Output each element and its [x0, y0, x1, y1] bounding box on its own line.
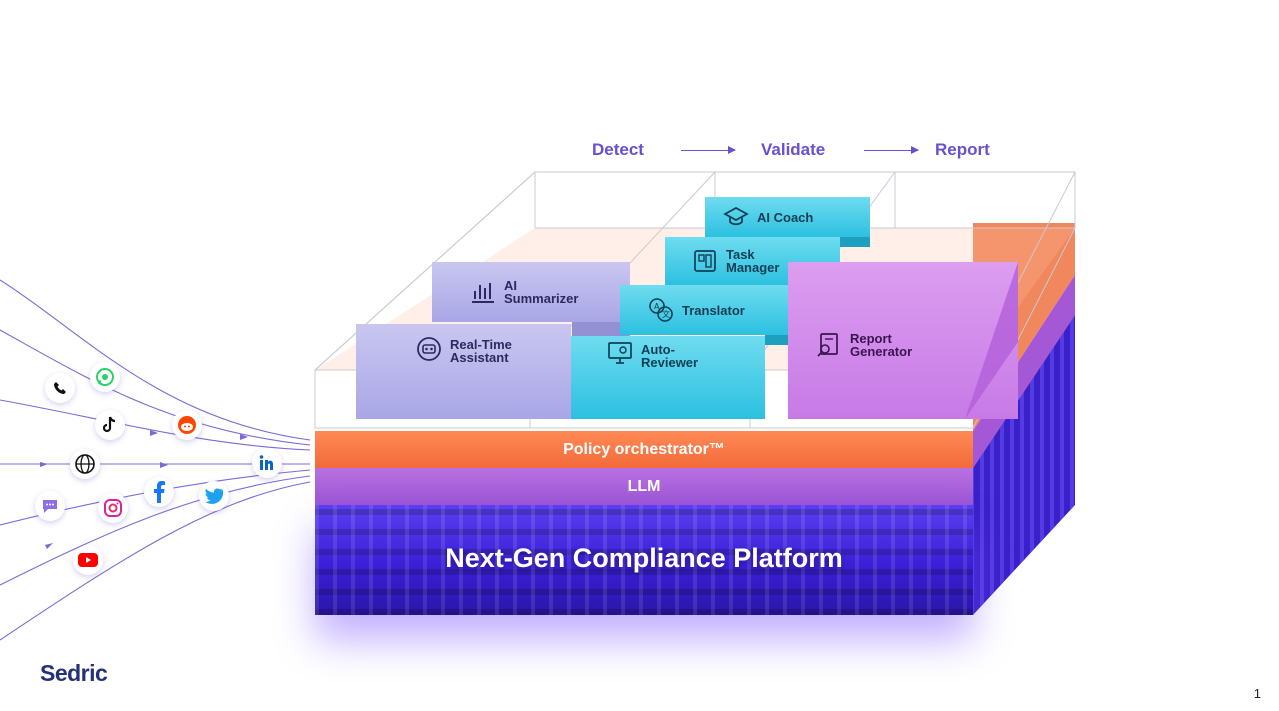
auto-reviewer-block: Auto- Reviewer [571, 336, 765, 419]
arrow-detect-validate [681, 146, 736, 154]
translator-label: Translator [682, 302, 745, 318]
sedric-logo: Sedric [40, 660, 108, 686]
real-time-assistant-label: Real-Time Assistant [450, 337, 512, 365]
platform-title: Next-Gen Compliance Platform [445, 543, 843, 573]
ai-summarizer-side [572, 322, 630, 336]
task-board-icon [694, 250, 716, 272]
facebook-icon [144, 477, 174, 507]
source-lines [0, 279, 311, 641]
stage-detect: Detect [592, 140, 644, 159]
report-generator-label: Report Generator [850, 331, 913, 359]
instagram-icon [98, 493, 128, 523]
stage-validate: Validate [761, 140, 826, 159]
report-search-icon [817, 333, 838, 357]
whatsapp-icon [90, 362, 120, 392]
ai-coach-block: AI Coach [705, 197, 870, 237]
twitter-icon [199, 481, 229, 511]
youtube-icon [73, 545, 103, 575]
ai-coach-side [840, 237, 870, 247]
arrow-validate-report [864, 146, 919, 154]
stage-report: Report [935, 140, 990, 159]
real-time-assistant-block: Real-Time Assistant [356, 324, 571, 419]
translator-side [765, 335, 805, 345]
ai-summarizer-label: AI Summarizer [504, 278, 579, 306]
ai-summarizer-block: AI Summarizer [432, 262, 630, 322]
svg-text:文: 文 [662, 309, 670, 319]
monitor-review-icon [608, 342, 632, 364]
tiktok-icon [95, 410, 125, 440]
svg-text:A: A [654, 302, 660, 311]
chat-icon [35, 491, 65, 521]
robot-assistant-icon [417, 337, 441, 361]
page-number: 1 [1253, 686, 1261, 701]
ai-coach-label: AI Coach [757, 209, 814, 225]
auto-reviewer-label: Auto- Reviewer [641, 342, 699, 370]
phone-icon [45, 373, 75, 403]
translate-icon: A文 [649, 298, 673, 322]
compliance-platform-base: Next-Gen Compliance Platform [315, 505, 973, 615]
task-manager-label: Task Manager [726, 247, 780, 275]
web-icon [70, 449, 100, 479]
linkedin-icon [252, 448, 282, 478]
llm-layer: LLM [315, 468, 973, 505]
reddit-icon [172, 410, 202, 440]
waveform-chart-icon [472, 283, 494, 303]
policy-orchestrator-layer: Policy orchestrator™ [315, 431, 973, 468]
report-generator-side [965, 262, 1018, 419]
graduation-cap-icon [723, 207, 749, 226]
